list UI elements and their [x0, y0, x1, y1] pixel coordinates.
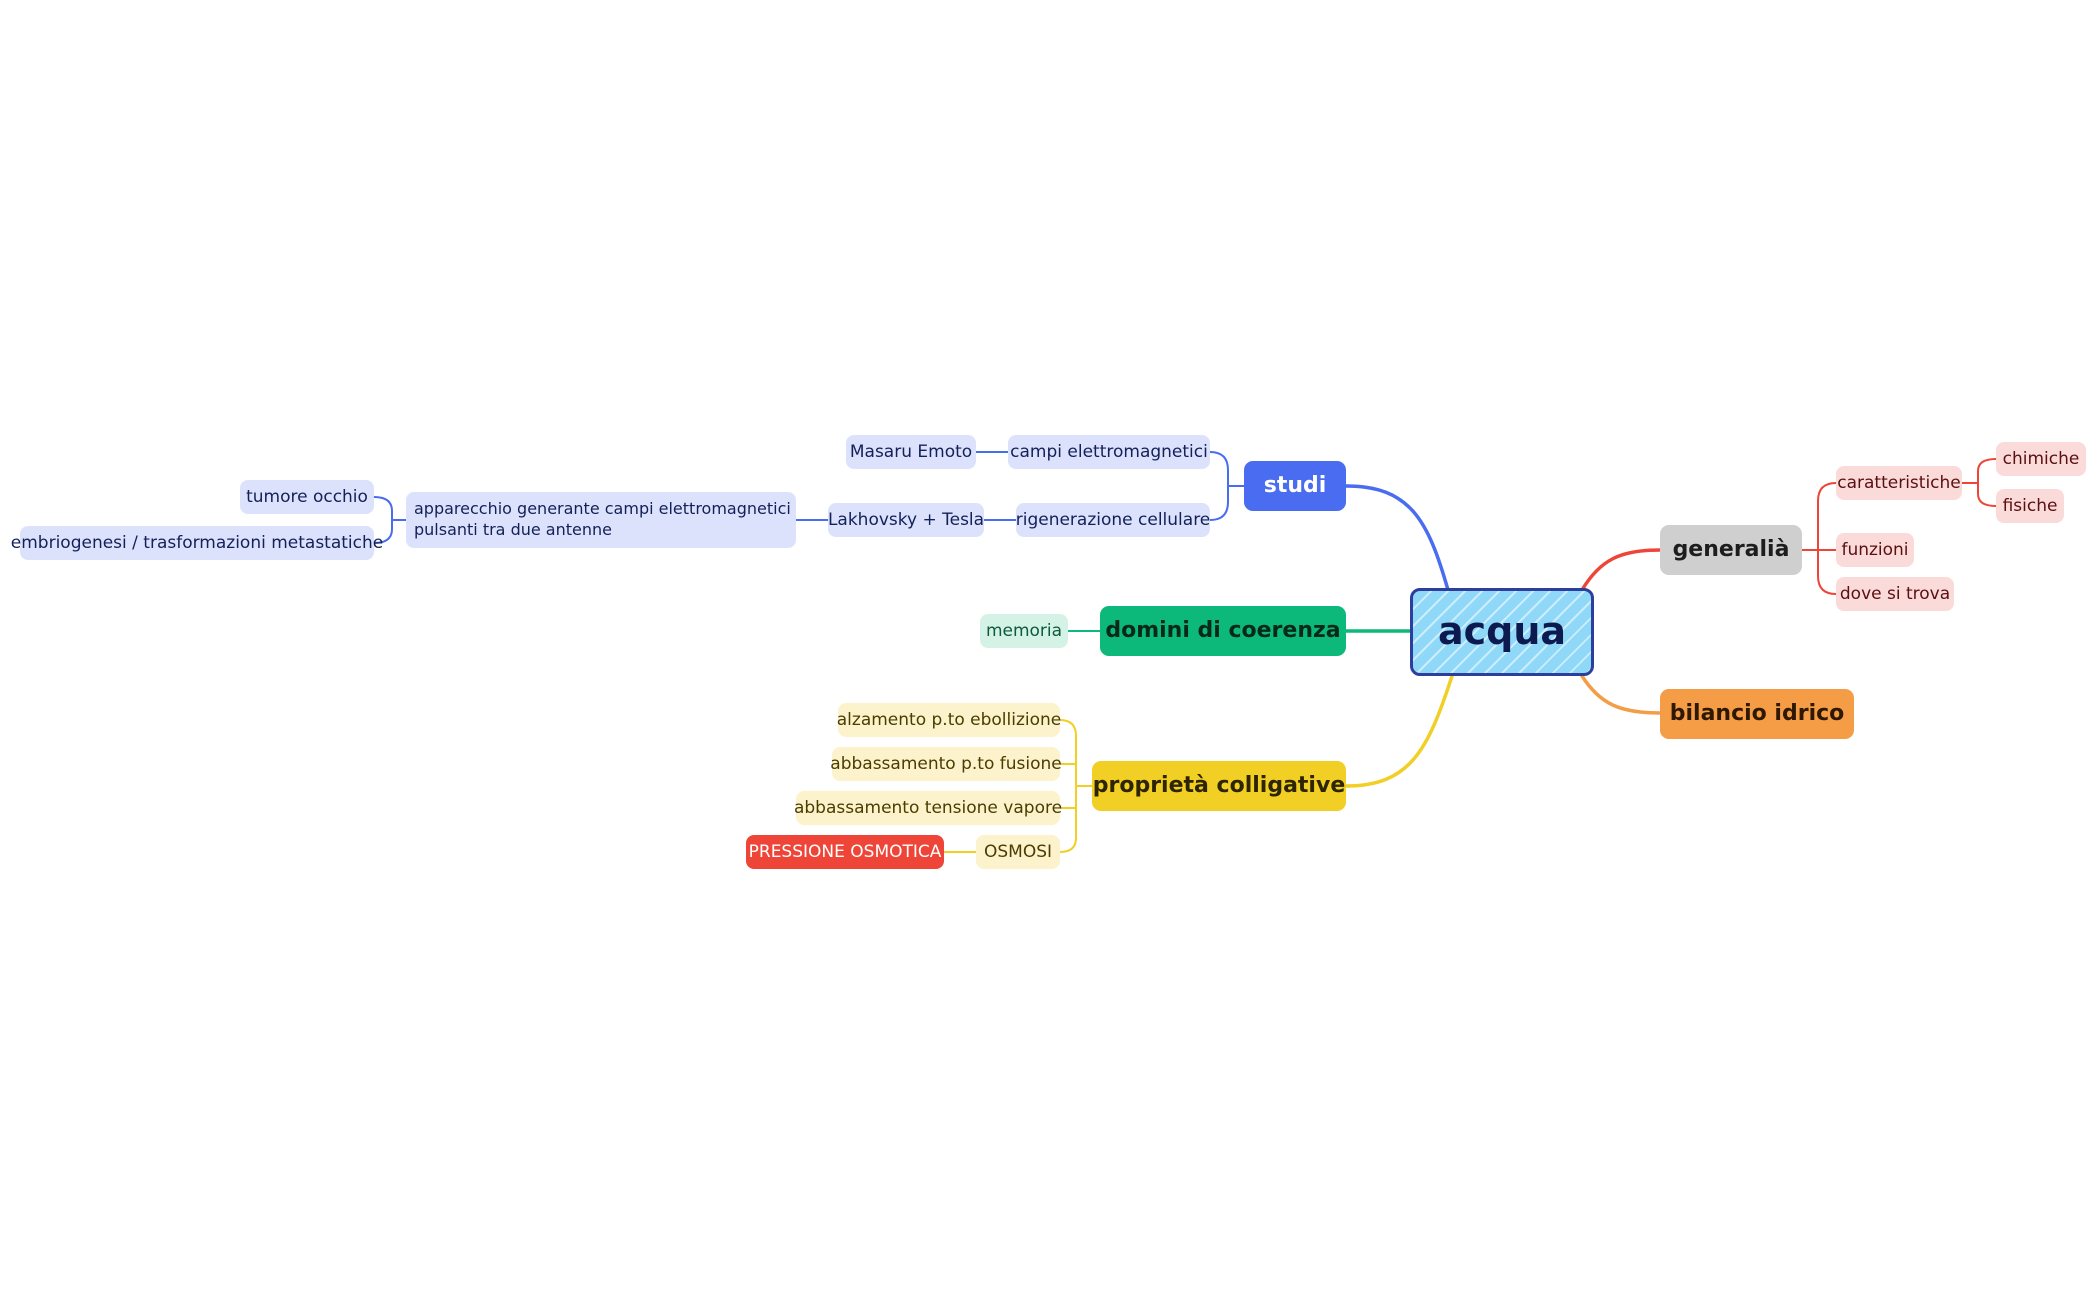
node-pressione-osmotica[interactable]: PRESSIONE OSMOTICA — [746, 835, 944, 869]
link-root-proprieta — [1344, 674, 1454, 788]
node-lakhovsky-label: Lakhovsky + Tesla — [827, 509, 985, 530]
root-label: acqua — [1437, 609, 1567, 654]
node-caratteristiche[interactable]: caratteristiche — [1836, 466, 1962, 500]
node-campi-label: campi elettromagnetici — [1010, 441, 1208, 462]
link-studi-bracket — [1209, 451, 1245, 521]
node-rigenerazione-cellulare[interactable]: rigenerazione cellulare — [1016, 503, 1210, 537]
node-domini-di-coerenza[interactable]: domini di coerenza — [1100, 606, 1346, 656]
node-lakhovsky-tesla[interactable]: Lakhovsky + Tesla — [828, 503, 984, 537]
node-abbassamento-tensione[interactable]: abbassamento tensione vapore — [793, 791, 1063, 825]
node-masaru-emoto[interactable]: Masaru Emoto — [846, 435, 976, 469]
root-node[interactable]: acqua — [1410, 588, 1594, 676]
link-root-studi — [1344, 484, 1450, 592]
node-apparecchio-line-1: apparecchio generante campi elettromagne… — [414, 499, 791, 519]
node-memoria[interactable]: memoria — [980, 614, 1068, 648]
node-chimiche[interactable]: chimiche — [1996, 442, 2086, 476]
link-root-bilancio — [1580, 674, 1662, 715]
node-campi-elettromagnetici[interactable]: campi elettromagnetici — [1008, 435, 1210, 469]
node-proprieta-label: proprietà colligative — [1092, 772, 1346, 798]
node-memoria-label: memoria — [985, 620, 1063, 641]
node-generalia[interactable]: generalià — [1660, 525, 1802, 575]
node-embriogenesi[interactable]: embriogenesi / trasformazioni metastatic… — [11, 526, 383, 560]
node-masaru-label: Masaru Emoto — [849, 441, 973, 462]
node-dove-label: dove si trova — [1839, 583, 1951, 604]
node-caratteristiche-label: caratteristiche — [1837, 472, 1961, 493]
link-generalia-bracket — [1801, 482, 1837, 595]
node-generalia-label: generalià — [1672, 536, 1790, 562]
node-funzioni-label: funzioni — [1841, 539, 1909, 560]
node-embriogenesi-label: embriogenesi / trasformazioni metastatic… — [10, 532, 384, 553]
node-rigenerazione-label: rigenerazione cellulare — [1015, 509, 1211, 530]
node-osmosi-label: OSMOSI — [983, 841, 1053, 862]
node-funzioni[interactable]: funzioni — [1836, 533, 1914, 567]
node-chimiche-label: chimiche — [2002, 448, 2080, 469]
node-tensione-label: abbassamento tensione vapore — [793, 797, 1063, 818]
link-root-generalia — [1580, 548, 1662, 592]
node-alzamento-label: alzamento p.to ebollizione — [836, 709, 1062, 730]
node-bilancio-idrico[interactable]: bilancio idrico — [1660, 689, 1854, 739]
node-fisiche-label: fisiche — [2002, 495, 2058, 516]
node-apparecchio[interactable]: apparecchio generante campi elettromagne… — [406, 492, 796, 548]
node-apparecchio-line-2: pulsanti tra due antenne — [414, 520, 612, 539]
node-pressione-label: PRESSIONE OSMOTICA — [748, 841, 942, 862]
node-fisiche[interactable]: fisiche — [1996, 489, 2064, 523]
node-tumore-occhio[interactable]: tumore occhio — [240, 480, 374, 514]
node-osmosi[interactable]: OSMOSI — [976, 835, 1060, 869]
node-fusione-label: abbassamento p.to fusione — [830, 753, 1062, 774]
node-proprieta-colligative[interactable]: proprietà colligative — [1092, 761, 1346, 811]
node-alzamento-ebollizione[interactable]: alzamento p.to ebollizione — [836, 703, 1062, 737]
link-proprieta-bracket — [1059, 719, 1093, 853]
node-bilancio-label: bilancio idrico — [1669, 700, 1845, 726]
node-tumore-label: tumore occhio — [246, 486, 368, 507]
node-dove-si-trova[interactable]: dove si trova — [1836, 577, 1954, 611]
node-abbassamento-fusione[interactable]: abbassamento p.to fusione — [830, 747, 1062, 781]
node-studi[interactable]: studi — [1244, 461, 1346, 511]
node-studi-label: studi — [1263, 472, 1327, 498]
link-caratteristiche-bracket — [1961, 458, 1997, 507]
node-domini-label: domini di coerenza — [1105, 617, 1341, 643]
